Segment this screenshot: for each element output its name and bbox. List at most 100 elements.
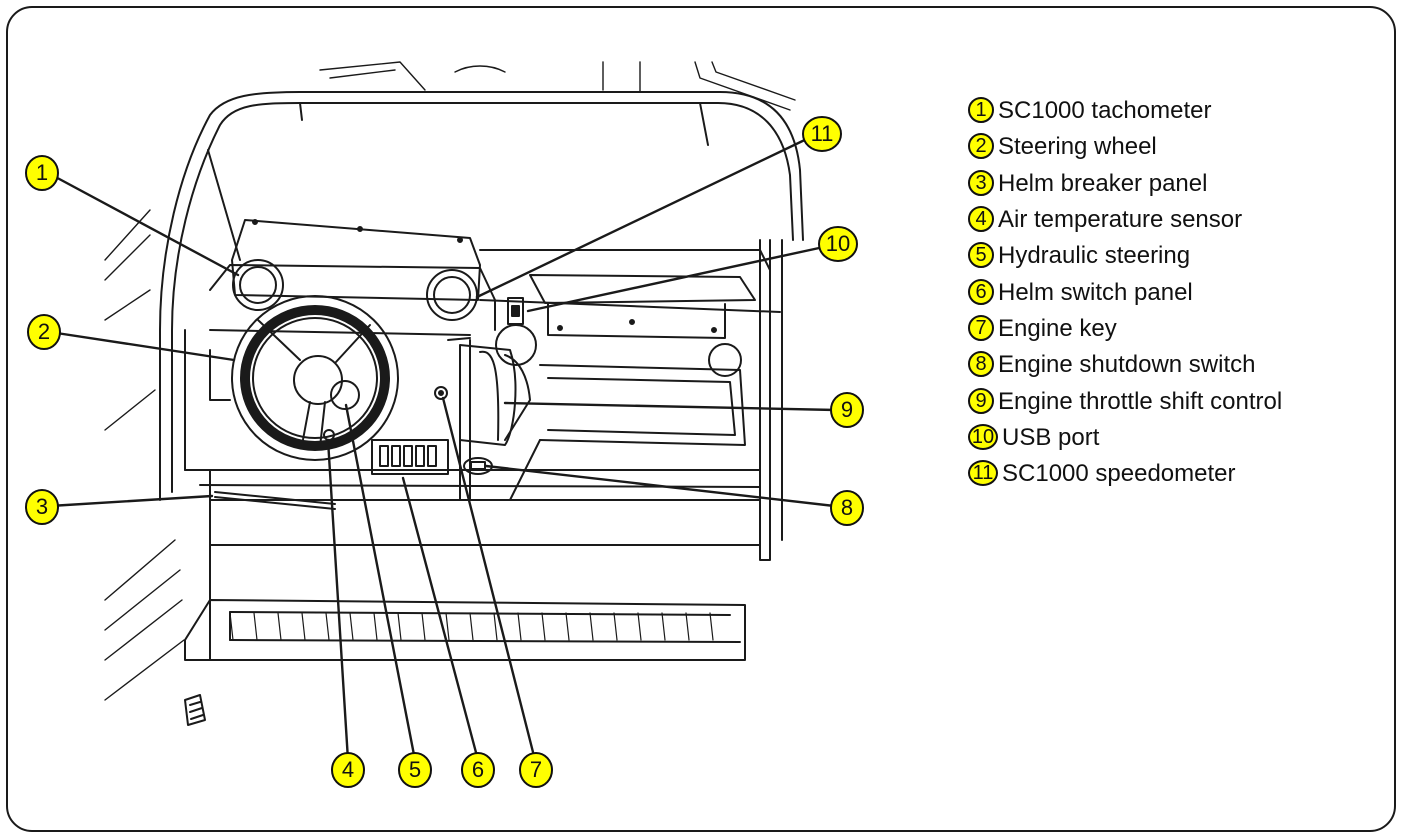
legend-number: 8 <box>975 353 987 376</box>
footrest-cell-divider <box>517 612 522 641</box>
legend-number-badge: 8 <box>968 350 1012 380</box>
callout-marker-4 <box>331 752 365 788</box>
diagram-frame <box>6 6 1396 832</box>
legend-number: 5 <box>975 244 987 267</box>
legend-badge-circle <box>968 206 994 233</box>
legend-label: Engine throttle shift control <box>998 387 1283 415</box>
legend-badge-circle <box>968 460 998 487</box>
legend-number: 3 <box>975 171 987 194</box>
legend-badge-circle <box>968 278 994 305</box>
callout-marker-number-9: 9 <box>841 397 853 422</box>
callout-marker-number-4: 4 <box>342 757 354 782</box>
callout-marker-10 <box>818 226 858 262</box>
callout-marker-number-2: 2 <box>38 319 50 344</box>
callout-marker-number-1: 1 <box>36 160 48 185</box>
legend-badge-circle <box>968 423 998 450</box>
legend-number: 11 <box>972 462 994 485</box>
footrest-cell-divider <box>373 612 378 641</box>
footrest-cell-divider <box>301 612 306 641</box>
console-frame-rails <box>159 91 804 561</box>
legend-badge-circle <box>968 133 994 160</box>
footrest-grid <box>229 612 714 641</box>
legend-label: Steering wheel <box>998 133 1157 161</box>
footrest-cell-divider <box>253 612 258 641</box>
legend-number-badge: 4 <box>968 205 1012 235</box>
callout-marker-6 <box>461 752 495 788</box>
leader-lines <box>48 134 845 762</box>
legend-number-badge: 9 <box>968 387 1012 417</box>
legend-item: 2 Steering wheel <box>968 129 1282 165</box>
footrest-cell-divider <box>229 612 234 641</box>
callout-marker-5 <box>398 752 432 788</box>
callout-marker-11 <box>802 116 842 152</box>
legend-label: Engine key <box>998 314 1117 342</box>
legend-number-badge: 1 <box>968 96 1012 126</box>
legend-number: 6 <box>975 280 987 303</box>
footrest-cell-divider <box>685 612 690 641</box>
footrest-cell-divider <box>637 612 642 641</box>
steering-wheel <box>231 295 399 461</box>
legend-number-badge: 3 <box>968 169 1012 199</box>
callout-marker-number-3: 3 <box>36 494 48 519</box>
lower-vent <box>184 694 206 726</box>
callout-marker-number-10: 10 <box>826 231 850 256</box>
legend-badge-circle <box>968 387 994 414</box>
throttle-control <box>447 337 531 446</box>
footrest-cell-divider <box>541 612 546 641</box>
callout-marker-number-5: 5 <box>409 757 421 782</box>
legend-number: 9 <box>975 389 987 412</box>
footrest-cell-divider <box>277 612 282 641</box>
legend-label: Hydraulic steering <box>998 242 1191 270</box>
legend-badge-circle <box>968 242 994 269</box>
legend-number-badge: 5 <box>968 241 1012 271</box>
legend-item: 5 Hydraulic steering <box>968 238 1282 274</box>
legend-label: Air temperature sensor <box>998 206 1243 234</box>
console-body <box>184 324 761 661</box>
callout-marker-number-6: 6 <box>472 757 484 782</box>
callout-marker-number-11: 11 <box>811 121 834 146</box>
legend-item: 9 Engine throttle shift control <box>968 383 1282 419</box>
footrest-cell-divider <box>397 612 402 641</box>
callout-marker-1 <box>25 155 59 191</box>
footrest-cell-divider <box>661 612 666 641</box>
footrest-cell-divider <box>421 612 426 641</box>
callout-marker-number-7: 7 <box>530 757 542 782</box>
footrest-cell-divider <box>613 612 618 641</box>
footrest-cell-divider <box>589 612 594 641</box>
tachometer-gauge <box>232 259 284 311</box>
legend-number: 10 <box>971 425 995 448</box>
legend-number-badge: 11 <box>968 459 1012 489</box>
callout-marker-9 <box>830 392 864 428</box>
footrest-cell-divider <box>565 612 570 641</box>
helm-switch-panel <box>371 439 449 475</box>
callout-marker-7 <box>519 752 553 788</box>
footrest-cell-divider <box>349 612 354 641</box>
storage-lid <box>529 274 756 339</box>
callout-marker-8 <box>830 490 864 526</box>
footrest-cell-divider <box>493 612 498 641</box>
legend-number: 2 <box>975 135 987 158</box>
legend-number-badge: 2 <box>968 132 1012 162</box>
legend-number-badge: 10 <box>968 423 1012 453</box>
legend-label: Helm switch panel <box>998 278 1193 306</box>
callout-marker-2 <box>27 314 61 350</box>
legend-number-badge: 6 <box>968 278 1012 308</box>
legend-number: 1 <box>975 99 987 122</box>
legend-badge-circle <box>968 314 994 341</box>
usb-port <box>507 297 524 325</box>
footrest-cell-divider <box>469 612 474 641</box>
hydraulic-steering <box>330 380 360 410</box>
legend-number: 4 <box>975 208 987 231</box>
boat-background-lines <box>104 61 796 701</box>
helm-breaker-panel <box>214 491 336 510</box>
legend-number: 7 <box>975 316 987 339</box>
legend-badge-circle <box>968 169 994 196</box>
footrest-cell-divider <box>709 612 714 641</box>
engine-key <box>434 386 448 400</box>
